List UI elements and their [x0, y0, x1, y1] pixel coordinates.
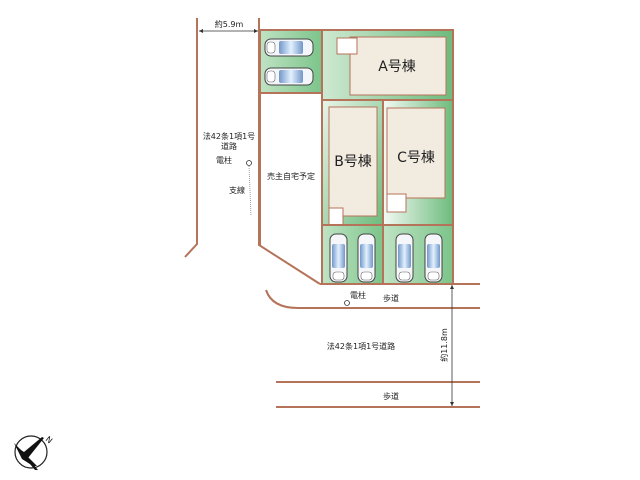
sidewalk-top-label: 歩道 — [383, 293, 399, 303]
utility-pole-icon — [344, 300, 350, 306]
building-a — [349, 36, 447, 96]
dimension-bottom: 約11.8m — [439, 285, 454, 406]
left-pole-label: 電柱 — [216, 155, 232, 165]
car-icon — [395, 233, 414, 283]
lot-c-label: C号棟 — [397, 150, 435, 166]
lot-a-label: A号棟 — [378, 59, 416, 75]
utility-pole-icon — [246, 160, 252, 166]
north-arrow-icon: N — [14, 435, 54, 470]
left-road-label-2: 道路 — [221, 141, 237, 151]
dimension-left-label: 約5.9m — [215, 19, 244, 29]
building-b — [328, 106, 378, 217]
porch-c — [386, 193, 407, 213]
seller-home-label: 売主自宅予定 — [267, 171, 315, 181]
car-icon — [357, 233, 376, 283]
bottom-pole-label: 電柱 — [350, 290, 366, 300]
bottom-road-label: 法42条1項1号道路 — [327, 341, 395, 351]
guy-wire-label: 支線 — [229, 185, 245, 195]
left-road-label-1: 法42条1項1号 — [203, 131, 255, 141]
compass-letter: N — [44, 435, 54, 446]
building-c — [386, 107, 446, 199]
bottom-road — [265, 289, 480, 408]
car-icon — [424, 233, 443, 283]
porch-a — [336, 37, 358, 55]
guy-wire — [248, 165, 252, 217]
dimension-bottom-label: 約11.8m — [439, 328, 449, 362]
car-icon — [329, 233, 348, 283]
dimension-left: 約5.9m — [199, 19, 258, 33]
car-icon — [264, 38, 314, 57]
lot-b-label: B号棟 — [334, 154, 372, 170]
sidewalk-bottom-label: 歩道 — [383, 391, 399, 401]
car-icon — [264, 67, 314, 86]
